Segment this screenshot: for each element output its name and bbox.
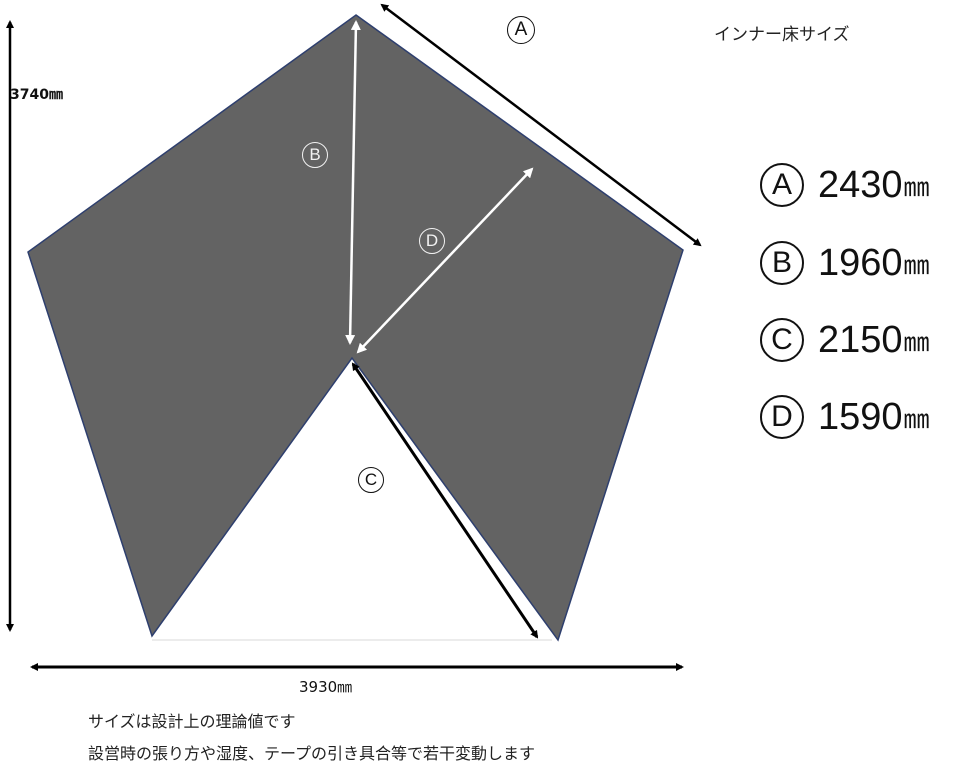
label-d-marker: D (419, 228, 445, 254)
legend-row-d: D 1590 ㎜ (760, 395, 930, 439)
overall-width-label: 3930㎜ (299, 678, 353, 696)
legend-value-c: 2150 (818, 318, 903, 361)
legend-row-c: C 2150 ㎜ (760, 318, 930, 362)
label-b-marker: B (302, 142, 328, 168)
legend-unit-a: ㎜ (903, 171, 930, 202)
label-a-marker: A (507, 16, 535, 44)
note-theoretical-size: サイズは設計上の理論値です (88, 712, 296, 731)
dimension-a-arrow (380, 3, 702, 247)
legend-unit-c: ㎜ (903, 326, 930, 357)
diagram-title: インナー床サイズ (714, 25, 850, 45)
dimension-c-arrow (351, 362, 539, 639)
legend-key-a: A (760, 163, 804, 207)
dimension-b-arrow (345, 20, 361, 345)
note-variation: 設営時の張り方や湿度、テープの引き具合等で若干変動します (88, 744, 536, 763)
legend-unit-b: ㎜ (903, 249, 930, 280)
dimension-d-arrow (356, 167, 534, 354)
legend-value-a: 2430 (818, 163, 903, 206)
legend-value-b: 1960 (818, 241, 903, 284)
legend-row-b: B 1960 ㎜ (760, 241, 930, 285)
label-c-marker: C (358, 467, 384, 493)
legend-unit-d: ㎜ (903, 403, 930, 434)
overall-height-label: 3740㎜ (10, 87, 63, 103)
legend-row-a: A 2430 ㎜ (760, 163, 930, 207)
legend-key-c: C (760, 318, 804, 362)
legend-key-d: D (760, 395, 804, 439)
legend-key-b: B (760, 241, 804, 285)
legend-value-d: 1590 (818, 395, 903, 438)
